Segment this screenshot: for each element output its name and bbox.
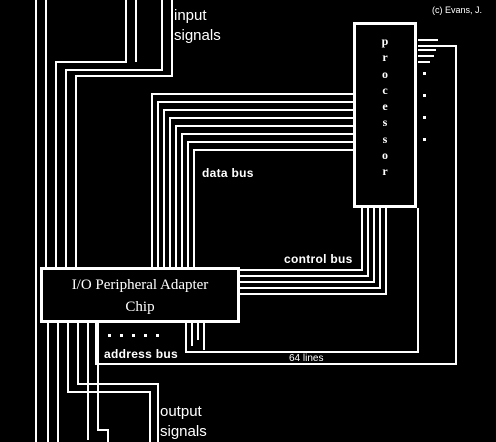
processor-letter: s [382,115,388,130]
address-lines-count: 64 lines [289,353,324,364]
output-signal-line [77,322,159,442]
processor-label: p r o c e s s o r [356,33,414,180]
output-label-line1: output [160,403,202,420]
ellipsis-dot [156,334,159,337]
ellipsis-dot [423,138,426,141]
address-bus-line [95,45,457,365]
ellipsis-dot [423,94,426,97]
copyright-text: (c) Evans, J. [432,5,483,15]
control-bus-line [240,208,387,295]
chip-label-line2: Chip [125,299,155,315]
processor-letter: c [382,82,388,97]
address-bus-line [185,208,419,353]
output-label-line2: signals [160,423,207,440]
ellipsis-dot [132,334,135,337]
processor-box: p r o c e s s o r [353,22,417,208]
processor-letter: p [381,34,389,48]
output-signal-line [97,322,109,442]
ellipsis-dot [108,334,111,337]
data-bus-line [163,109,354,270]
ellipsis-dot [144,334,147,337]
control-bus-line [240,208,369,277]
data-bus-line [151,93,354,270]
data-bus-line [157,101,354,270]
output-signal-line [67,322,151,442]
control-bus-line [240,208,375,283]
processor-letter: r [382,50,388,65]
address-bus-label: address bus [104,347,178,361]
data-bus-line [181,133,354,270]
ellipsis-dot [120,334,123,337]
data-bus-line [175,125,354,270]
data-bus-label: data bus [202,166,254,180]
data-bus-line [187,141,354,270]
ellipsis-dot [423,72,426,75]
io-chip-box: I/O Peripheral Adapter Chip [40,267,240,323]
chip-label-line1: I/O Peripheral Adapter [71,277,209,293]
data-bus-line [193,149,354,270]
input-label-line1: input [174,7,207,24]
control-bus-line [240,208,381,289]
control-bus-line [240,208,363,271]
data-bus-line [169,117,354,270]
processor-letter: r [382,164,388,179]
input-signal-line [55,0,127,270]
processor-letter: s [382,131,388,146]
control-bus-label: control bus [284,252,353,266]
input-label-line2: signals [174,27,221,44]
input-signal-line [65,0,163,270]
processor-letter: o [382,66,388,81]
ellipsis-dot [423,116,426,119]
input-signal-line [75,0,173,270]
processor-letter: e [382,99,388,114]
processor-letter: o [382,148,388,163]
